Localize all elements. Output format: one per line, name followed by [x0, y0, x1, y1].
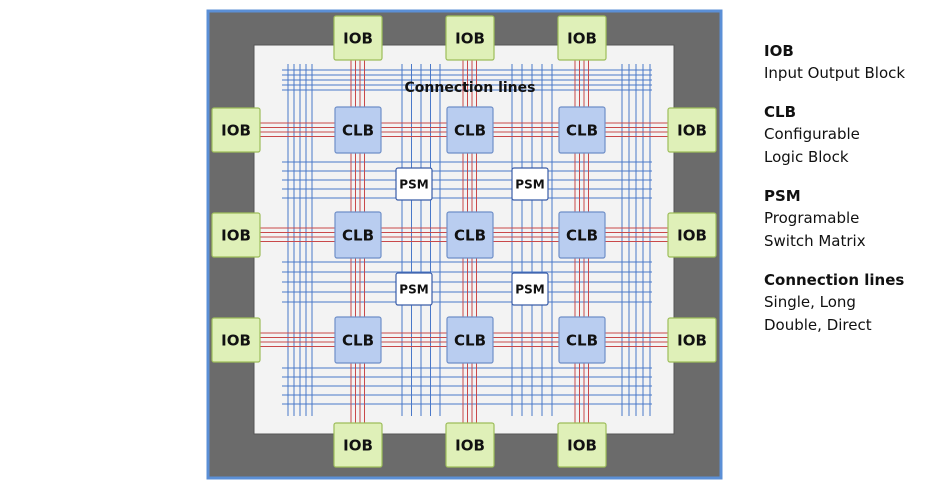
iob-block: IOB [557, 422, 607, 468]
clb-label: CLB [342, 331, 374, 349]
clb-label: CLB [566, 331, 598, 349]
legend-term: Connection lines [764, 271, 905, 289]
iob-block: IOB [211, 317, 261, 363]
clb-block: CLB [446, 211, 494, 259]
psm-label: PSM [399, 177, 428, 191]
legend-description: Programable Switch Matrix [764, 209, 866, 250]
iob-block: IOB [445, 15, 495, 61]
iob-block: IOB [333, 422, 383, 468]
psm-block: PSM [511, 272, 549, 306]
iob-block: IOB [667, 317, 717, 363]
iob-block: IOB [445, 422, 495, 468]
iob-label: IOB [221, 226, 251, 244]
clb-block: CLB [558, 211, 606, 259]
clb-label: CLB [454, 226, 486, 244]
clb-block: CLB [558, 106, 606, 154]
iob-block: IOB [333, 15, 383, 61]
iob-label: IOB [677, 331, 707, 349]
fpga-architecture-diagram: IOB IOB IOB IOB IOB IOB IOB IOB IOB IOB IOB IOB CLB C… [206, 9, 723, 480]
clb-label: CLB [454, 331, 486, 349]
legend-term: PSM [764, 187, 801, 205]
iob-block: IOB [211, 107, 261, 153]
legend-term: CLB [764, 103, 796, 121]
iob-label: IOB [567, 29, 597, 47]
legend-description: Input Output Block [764, 64, 906, 82]
psm-block: PSM [395, 167, 433, 201]
iob-label: IOB [343, 436, 373, 454]
legend: IOB Input Output Block CLB Configurable … [764, 40, 934, 353]
logic-blocks: IOB IOB IOB IOB IOB IOB IOB IOB IOB IOB IOB IOB CLB C… [211, 15, 717, 468]
iob-label: IOB [455, 29, 485, 47]
legend-description: Single, Long Double, Direct [764, 293, 872, 334]
legend-term: IOB [764, 42, 794, 60]
psm-label: PSM [515, 177, 544, 191]
legend-entry-psm: PSM Programable Switch Matrix [764, 185, 934, 253]
legend-entry-clb: CLB Configurable Logic Block [764, 101, 934, 169]
iob-label: IOB [677, 226, 707, 244]
clb-label: CLB [566, 121, 598, 139]
clb-block: CLB [334, 211, 382, 259]
iob-block: IOB [667, 107, 717, 153]
legend-entry-connection-lines: Connection lines Single, Long Double, Di… [764, 269, 934, 337]
psm-block: PSM [511, 167, 549, 201]
iob-label: IOB [221, 121, 251, 139]
iob-label: IOB [455, 436, 485, 454]
legend-entry-iob: IOB Input Output Block [764, 40, 934, 85]
clb-block: CLB [334, 316, 382, 364]
psm-block: PSM [395, 272, 433, 306]
iob-label: IOB [343, 29, 373, 47]
clb-label: CLB [342, 121, 374, 139]
iob-label: IOB [221, 331, 251, 349]
psm-label: PSM [399, 282, 428, 296]
iob-block: IOB [557, 15, 607, 61]
clb-block: CLB [446, 316, 494, 364]
connection-lines-label: Connection lines [405, 80, 536, 96]
clb-label: CLB [342, 226, 374, 244]
clb-block: CLB [446, 106, 494, 154]
psm-label: PSM [515, 282, 544, 296]
clb-label: CLB [566, 226, 598, 244]
clb-label: CLB [454, 121, 486, 139]
clb-block: CLB [334, 106, 382, 154]
iob-label: IOB [567, 436, 597, 454]
iob-label: IOB [677, 121, 707, 139]
clb-block: CLB [558, 316, 606, 364]
iob-block: IOB [211, 212, 261, 258]
iob-block: IOB [667, 212, 717, 258]
legend-description: Configurable Logic Block [764, 125, 860, 166]
